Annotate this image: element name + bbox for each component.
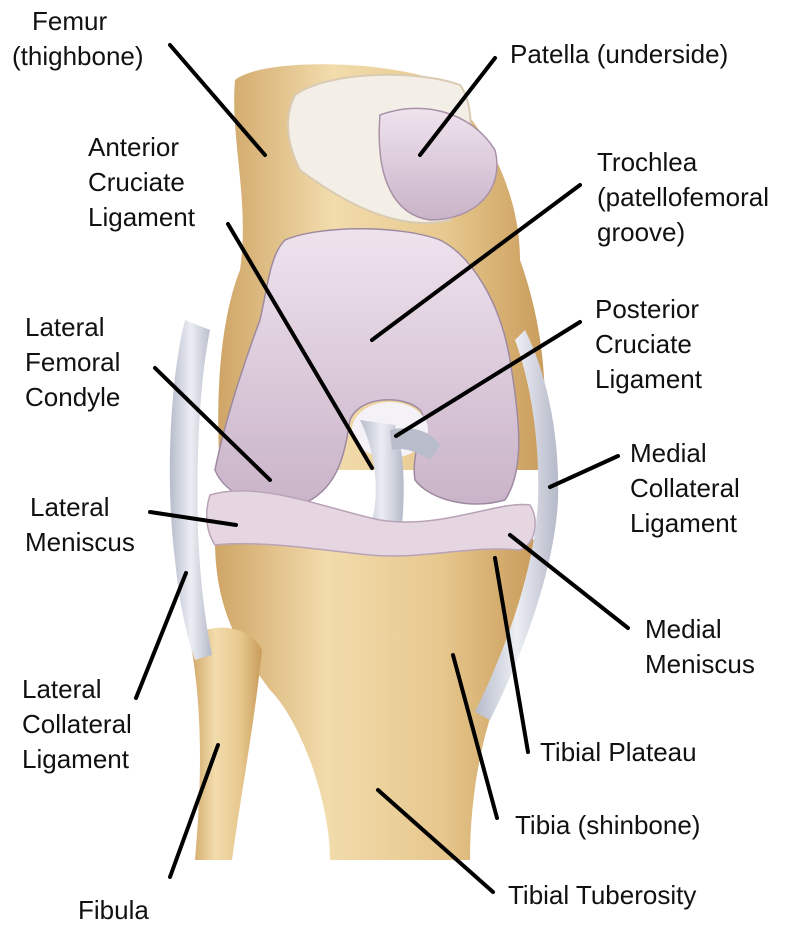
label-pcl: Posterior Cruciate Ligament [595,292,702,397]
label-lateral-femoral-condyle: Lateral Femoral Condyle [25,310,120,415]
label-trochlea: Trochlea (patellofemoral groove) [597,145,769,250]
label-tibial-plateau: Tibial Plateau [540,735,697,770]
label-tibial-tuberosity: Tibial Tuberosity [508,878,696,913]
label-acl: Anterior Cruciate Ligament [88,130,195,235]
label-mcl: Medial Collateral Ligament [630,436,740,541]
label-tibia: Tibia (shinbone) [515,808,700,843]
leader-lcl [136,573,186,698]
lcl-shape [170,320,212,660]
leader-mcl [550,456,618,487]
fibula-bone [190,628,262,860]
label-fibula: Fibula [78,893,149,928]
label-femur: Femur (thighbone) [12,4,144,74]
label-lateral-meniscus: Lateral Meniscus [25,490,135,560]
label-medial-meniscus: Medial Meniscus [645,612,755,682]
label-patella: Patella (underside) [510,37,728,72]
label-lcl: Lateral Collateral Ligament [22,672,132,777]
